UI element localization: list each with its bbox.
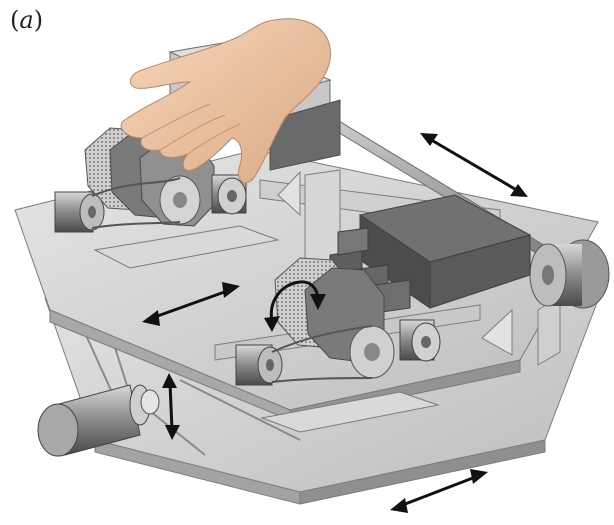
motor-icon [235, 344, 283, 386]
motor-icon [399, 319, 441, 362]
panel-letter: a [19, 6, 34, 34]
lower-stimulator [235, 257, 441, 433]
base-drive-cylinder [37, 384, 160, 457]
motor-icon [211, 174, 247, 215]
double-arrow-icon [162, 373, 180, 440]
panel-label: (a) [10, 6, 44, 34]
double-arrow-icon [420, 133, 528, 197]
motor-icon [54, 191, 105, 233]
double-arrow-icon [390, 469, 488, 513]
rotation-arrow-icon [264, 280, 326, 332]
double-arrow-icon [142, 282, 240, 326]
hand-icon [120, 18, 331, 184]
